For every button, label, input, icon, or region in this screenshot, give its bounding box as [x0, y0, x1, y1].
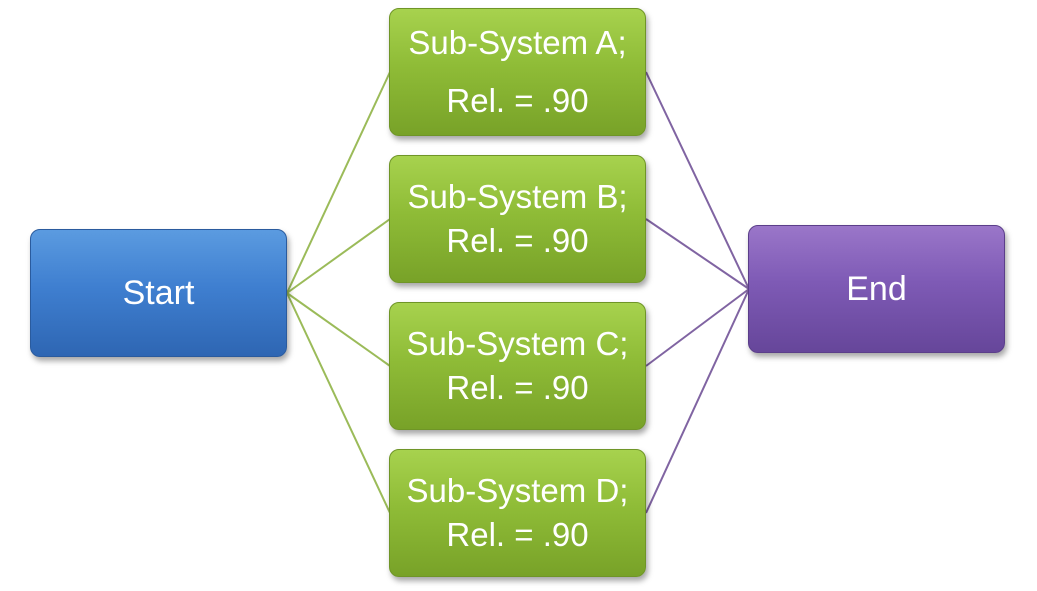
subsystem-b-reliability: Rel. = .90	[446, 222, 589, 259]
connector-start-to-a	[286, 71, 391, 294]
connector-start-to-b	[286, 218, 391, 294]
connector-start-to-d	[286, 292, 391, 514]
subsystem-d-name: Sub-System D;	[406, 472, 629, 509]
subsystem-c-name: Sub-System C;	[406, 325, 629, 362]
subsystem-a-node: Sub-System A; Rel. = .90	[389, 8, 646, 136]
subsystem-d-reliability: Rel. = .90	[446, 516, 589, 553]
connector-d-to-end	[645, 288, 750, 514]
start-label: Start	[122, 273, 195, 312]
subsystem-c-node: Sub-System C; Rel. = .90	[389, 302, 646, 430]
subsystem-d-node: Sub-System D; Rel. = .90	[389, 449, 646, 577]
subsystem-a-name: Sub-System A;	[408, 24, 627, 61]
subsystem-a-reliability: Rel. = .90	[446, 82, 589, 119]
subsystem-b-name: Sub-System B;	[407, 178, 628, 215]
subsystem-c-reliability: Rel. = .90	[446, 369, 589, 406]
connector-b-to-end	[645, 218, 750, 290]
connector-start-to-c	[286, 292, 391, 367]
start-node: Start	[30, 229, 287, 357]
end-label: End	[846, 269, 907, 308]
end-node: End	[748, 225, 1005, 353]
connector-a-to-end	[645, 71, 750, 290]
connector-c-to-end	[645, 288, 750, 367]
subsystem-b-node: Sub-System B; Rel. = .90	[389, 155, 646, 283]
